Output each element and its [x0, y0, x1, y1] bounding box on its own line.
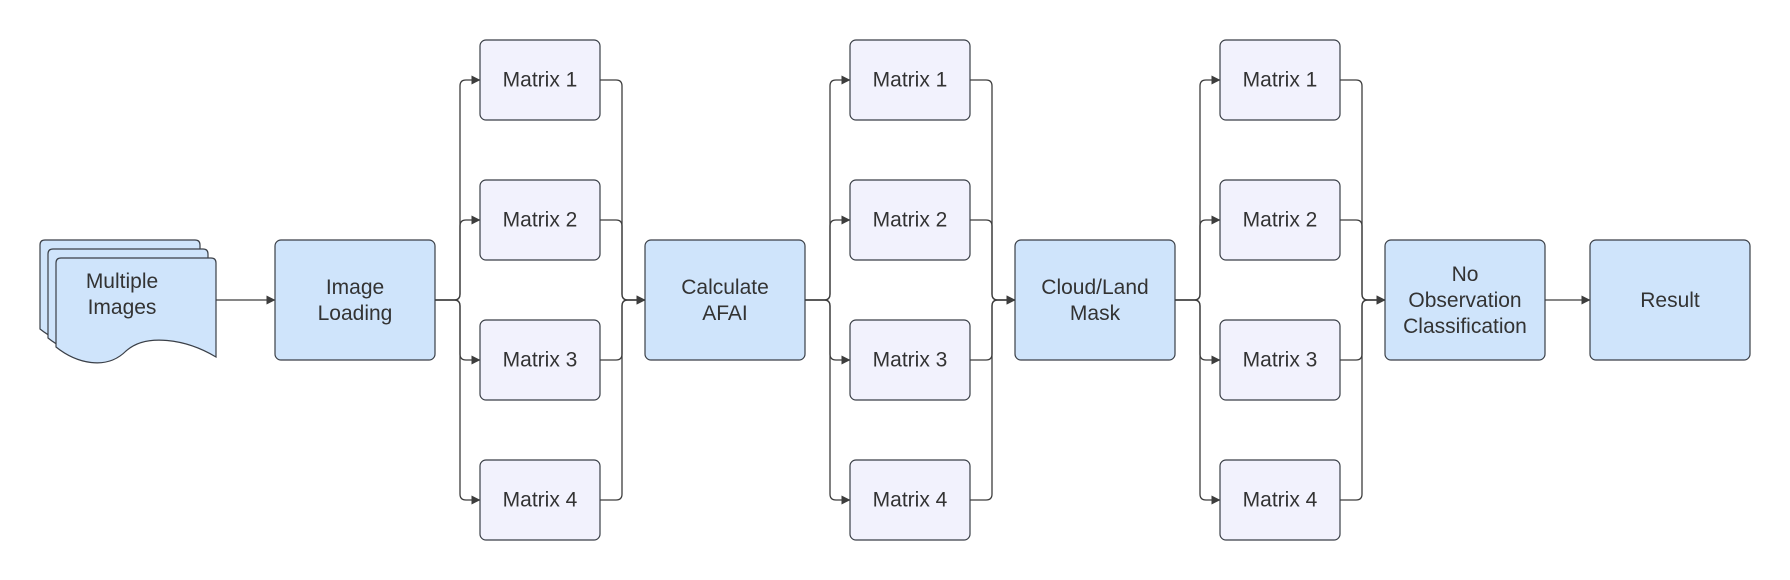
matrix-box-shape [479, 319, 601, 401]
matrix-box-shape [849, 319, 971, 401]
matrix-box-shape [479, 39, 601, 121]
matrix-label: Matrix 4 [1243, 489, 1318, 512]
connector-fan-in [1340, 219, 1386, 305]
process-calculate-afai-label-line-1: Calculate [681, 276, 769, 299]
matrix-label: Matrix 4 [503, 489, 578, 512]
matrix-label: Matrix 3 [503, 349, 578, 372]
connector-fan-out [435, 215, 481, 301]
matrix-box: Matrix 3 [849, 319, 971, 401]
matrix-label: Matrix 4 [873, 489, 948, 512]
matrix-label: Matrix 1 [503, 69, 578, 92]
matrix-label: Matrix 2 [503, 209, 578, 232]
process-result: Result [1589, 239, 1751, 361]
connector-fan-out [805, 299, 851, 505]
matrix-label: Matrix 1 [1243, 69, 1318, 92]
matrix-box-shape [849, 39, 971, 121]
connector-fan-out [1175, 75, 1221, 301]
connector-fan-out [1175, 299, 1221, 505]
connector-fan-out [435, 299, 481, 505]
process-image-loading-label-line-1: Image [326, 276, 384, 299]
document-sheet-3 [55, 257, 217, 364]
matrix-box: Matrix 2 [479, 179, 601, 261]
matrix-label: Matrix 3 [1243, 349, 1318, 372]
matrix-box: Matrix 1 [1219, 39, 1341, 121]
matrix-box-shape [1219, 39, 1341, 121]
source-label-line-2: Images [88, 296, 157, 319]
connector-fan-in [600, 219, 646, 305]
matrix-box-shape [849, 179, 971, 261]
matrix-label: Matrix 1 [873, 69, 948, 92]
process-result-label: Result [1640, 289, 1700, 312]
matrix-box: Matrix 4 [479, 459, 601, 541]
connector-fan-in [970, 295, 1016, 501]
matrix-box: Matrix 3 [1219, 319, 1341, 401]
matrix-box-shape [1219, 319, 1341, 401]
matrix-label: Matrix 2 [1243, 209, 1318, 232]
process-cloud-land-mask-shape [1014, 239, 1176, 361]
connector-fan-out [1175, 215, 1221, 301]
matrix-box-shape [849, 459, 971, 541]
connector-fan-out [805, 75, 851, 301]
connector-fan-out [805, 215, 851, 301]
source-label-line-1: Multiple [86, 270, 158, 293]
process-no-observation-classification-label-line-3: Classification [1403, 315, 1527, 338]
matrix-box: Matrix 3 [479, 319, 601, 401]
connector-fan-in [1340, 295, 1386, 501]
matrix-box: Matrix 2 [849, 179, 971, 261]
connector-fan-out [435, 299, 481, 365]
process-calculate-afai-label-line-2: AFAI [702, 302, 748, 325]
matrix-box: Matrix 4 [849, 459, 971, 541]
matrix-label: Matrix 3 [873, 349, 948, 372]
process-cloud-land-mask-label-line-2: Mask [1070, 302, 1121, 325]
matrix-box-shape [1219, 179, 1341, 261]
process-cloud-land-mask-label-line-1: Cloud/Land [1041, 276, 1148, 299]
matrix-box: Matrix 1 [479, 39, 601, 121]
connector-fan-out [435, 75, 481, 301]
connector-fan-out [1175, 299, 1221, 365]
process-no-observation-classification-shape [1384, 239, 1546, 361]
connector-fan-out [805, 299, 851, 365]
process-result-shape [1589, 239, 1751, 361]
process-image-loading-label-line-2: Loading [318, 302, 393, 325]
connector-fan-in [970, 219, 1016, 305]
process-no-observation-classification-label-line-1: No [1452, 263, 1479, 286]
matrix-box: Matrix 2 [1219, 179, 1341, 261]
matrix-box: Matrix 4 [1219, 459, 1341, 541]
matrix-box-shape [1219, 459, 1341, 541]
process-result-label-line-1: Result [1640, 289, 1700, 312]
matrix-box-shape [479, 179, 601, 261]
process-no-observation-classification-label-line-2: Observation [1408, 289, 1521, 312]
process-image-loading-shape [274, 239, 436, 361]
matrix-box-shape [479, 459, 601, 541]
matrix-label: Matrix 2 [873, 209, 948, 232]
connector-fan-in [600, 295, 646, 501]
matrix-box: Matrix 1 [849, 39, 971, 121]
process-calculate-afai-shape [644, 239, 806, 361]
connector-layer [200, 75, 1591, 505]
